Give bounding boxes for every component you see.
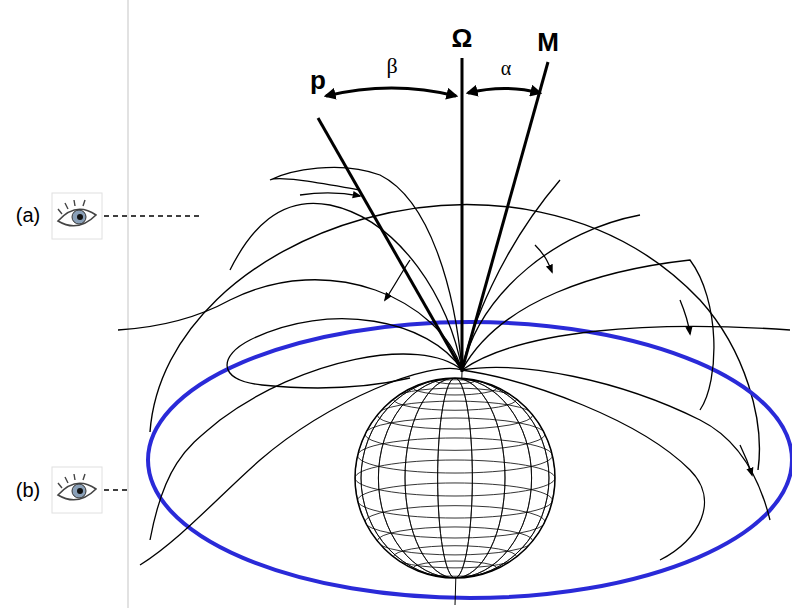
drawing-part [680,300,690,334]
drawing-part [52,193,102,239]
sight-line-b [104,489,130,490]
drawing-part [462,62,548,370]
drawing-part [377,401,532,429]
drawing-part [461,58,464,372]
drawing-part [385,260,410,300]
drawing-part [77,214,83,220]
drawing-part [413,380,498,395]
drawing-part [405,378,505,578]
drawing-part [462,180,560,370]
drawing-part [318,118,462,370]
drawing-part [300,193,360,196]
view-label: (b) [16,480,40,500]
drawing-part [393,546,516,568]
drawing-part [355,378,555,578]
drawing-part [72,210,86,224]
axes [318,58,548,372]
vector-label: Ω [452,25,473,51]
drawing-part [365,418,545,450]
vector-label: M [537,29,559,55]
drawing-part [58,483,96,500]
vector-label: p [310,67,326,93]
drawing-part [77,488,83,494]
equator-ellipse [148,322,792,598]
drawing-part [468,89,540,94]
drawing-part [355,376,555,578]
angle-label: β [386,55,397,77]
drawing-part [535,245,552,272]
eye-icon-a [52,193,102,239]
drawing-part [270,167,462,370]
sight-line-a [104,215,200,216]
drawing-part [462,326,790,370]
drawing-part [378,378,531,578]
angle-arrows [326,88,540,96]
drawing-part [72,484,86,498]
drawing-part [378,378,531,578]
drawing-part [438,378,473,578]
drawing-part [438,378,473,578]
drawing-part [355,378,555,578]
star-sphere [355,376,555,578]
drawing-part [377,527,532,555]
frame-line [127,0,129,608]
drawing-part [227,319,462,388]
drawing-part [740,445,752,475]
drawing-part [462,260,714,410]
drawing-part [52,467,102,513]
drawing-part [355,460,555,496]
angle-label: α [501,58,511,78]
drawing-part [358,438,553,473]
drawing-part [361,378,549,578]
field-lines [118,167,790,605]
drawing-part [405,378,505,578]
drawing-part [326,88,456,96]
drawing-part [358,483,553,518]
drawing-part [365,506,545,538]
drawing-part [413,561,498,576]
view-label: (a) [16,205,40,225]
drawing-part [58,200,85,214]
eye-icon-b [52,467,102,513]
drawing-part [361,378,549,578]
drawing-part [58,209,96,226]
drawing-part [58,474,85,488]
drawing-part [393,388,516,410]
